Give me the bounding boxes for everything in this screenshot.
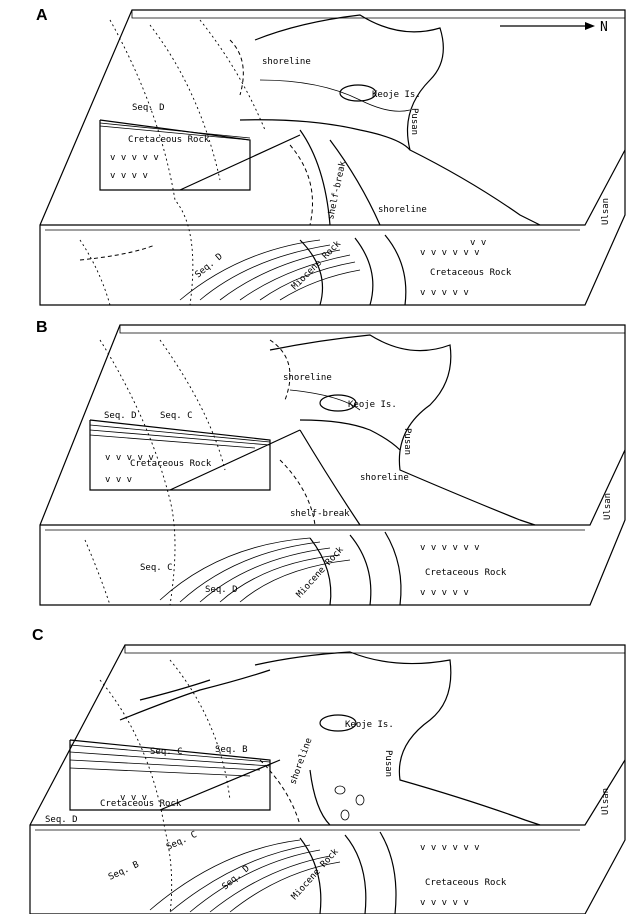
panel-b-shelf-break: shelf-break <box>290 509 350 519</box>
panel-b-seq-c-front: Seq. C <box>140 563 173 573</box>
panel-b-pusan: Pusan <box>402 428 412 455</box>
panel-a: A v v <box>36 7 625 305</box>
panel-b-shoreline-lower: shoreline <box>360 473 409 483</box>
panel-b-island-label: Keoje Is. <box>348 400 397 410</box>
panel-c-seq-d-front: Seq. D <box>221 864 252 893</box>
panel-c-seq-b: Seq. B <box>215 745 248 755</box>
panel-b-seq-c: Seq. C <box>160 411 193 421</box>
svg-text:v v v v v v: v v v v v v <box>420 248 480 258</box>
panel-b-cretaceous-top: Cretaceous Rock <box>130 459 212 469</box>
panel-b-letter: B <box>36 319 48 336</box>
panel-a-pusan: Pusan <box>409 108 419 135</box>
panel-b: B v v v v v v v v v v <box>36 319 625 605</box>
panel-b-seq-d: Seq. D <box>104 411 137 421</box>
svg-text:v v v v v: v v v v v <box>420 898 469 908</box>
panel-c-cretaceous-top: Cretaceous Rock <box>100 799 182 809</box>
panel-b-shoreline-upper: shoreline <box>283 373 332 383</box>
svg-text:v v v v v: v v v v v <box>110 153 159 163</box>
panel-c-coastline <box>255 652 540 825</box>
panel-a-letter: A <box>36 7 48 24</box>
svg-text:v v v v: v v v v <box>110 171 148 181</box>
svg-text:v v v v v: v v v v v <box>420 288 469 298</box>
panel-c-seq-c-front: Seq. C <box>165 830 199 853</box>
panel-c-ulsan: Ulsan <box>601 788 611 815</box>
panel-a-seq-d: Seq. D <box>132 103 165 113</box>
panel-c-cretaceous-front: Cretaceous Rock <box>425 878 507 888</box>
panel-a-seq-d-front: Seq. D <box>194 252 225 281</box>
panel-a-island-label: Keoje Is. <box>372 90 421 100</box>
panel-c-pusan: Pusan <box>383 750 393 777</box>
panel-c-seq-d: Seq. D <box>45 815 78 825</box>
panel-c-shoreline: shoreline <box>288 737 314 786</box>
panel-a-shoreline-lower: shoreline <box>378 205 427 215</box>
panel-a-shelf-break: shelf-break <box>326 160 348 221</box>
panel-a-shoreline-upper: shoreline <box>262 57 311 67</box>
svg-text:v v v v v v: v v v v v v <box>420 543 480 553</box>
panel-b-ulsan: Ulsan <box>603 493 613 520</box>
panel-c-seq-b-front: Seq. B <box>107 860 141 883</box>
panel-a-miocene: Miocene Rock <box>290 239 343 292</box>
panel-a-coastline <box>255 15 540 225</box>
panel-b-seq-d-front: Seq. D <box>205 585 238 595</box>
north-arrow: N <box>500 20 608 35</box>
svg-text:v v v v v v: v v v v v v <box>420 843 480 853</box>
panel-c-island-label: Keoje Is. <box>345 720 394 730</box>
north-label: N <box>600 20 608 35</box>
svg-text:v v v v v: v v v v v <box>420 588 469 598</box>
panel-c-letter: C <box>32 627 44 644</box>
panel-c: C v v v v v v v v v <box>30 627 625 914</box>
svg-text:v v v: v v v <box>105 475 132 485</box>
panel-b-cretaceous-front: Cretaceous Rock <box>425 568 507 578</box>
panel-a-cretaceous-front: Cretaceous Rock <box>430 268 512 278</box>
panel-a-ulsan: Ulsan <box>601 198 611 225</box>
panel-a-cretaceous-top: Cretaceous Rock <box>128 135 210 145</box>
svg-text:v v: v v <box>470 238 486 248</box>
panel-c-seq-c: Seq. C <box>150 747 183 757</box>
